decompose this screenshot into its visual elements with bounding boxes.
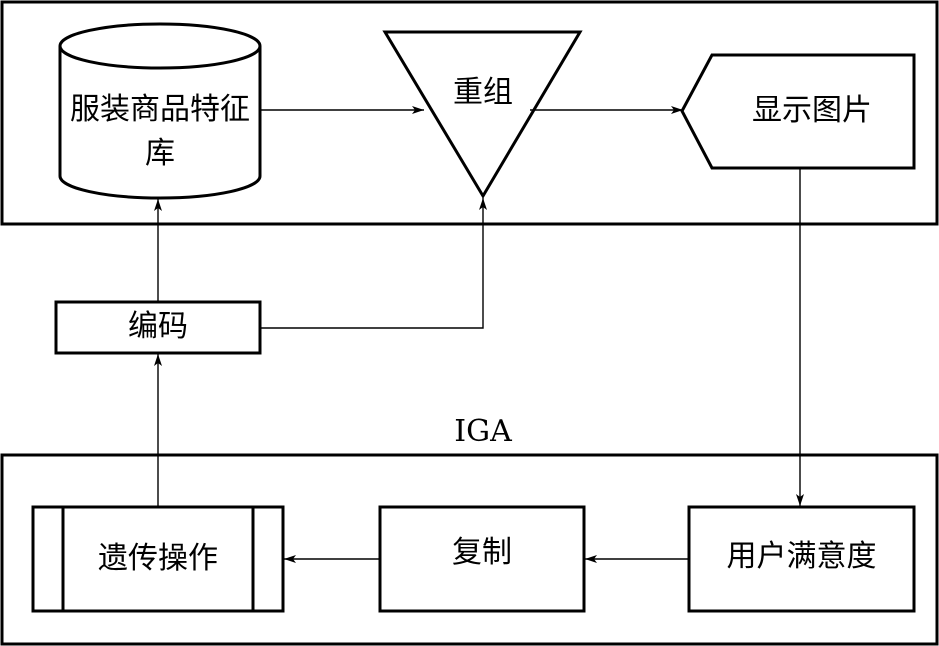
show-image-label: 显示图片 (752, 93, 872, 128)
genetic-ops-box (31, 505, 285, 613)
top-system-frame (0, 0, 939, 226)
feature-database-cylinder (58, 22, 262, 200)
user-satisfaction-label: 用户满意度 (726, 539, 877, 574)
copy-label: 复制 (452, 535, 512, 570)
genetic-ops-label: 遗传操作 (98, 541, 218, 576)
iga-system-frame (0, 453, 939, 646)
recombine-label: 重组 (453, 75, 513, 110)
show-image-display-shape (680, 53, 916, 170)
arrow-encode-to-recombine (260, 198, 487, 329)
recombine-triangle (382, 30, 583, 199)
user-satisfaction-box (687, 505, 916, 613)
iga-label: IGA (454, 414, 512, 449)
feature-db-label: 服装商品特征库 (70, 92, 250, 171)
encode-label: 编码 (128, 309, 188, 344)
copy-box (378, 505, 586, 613)
